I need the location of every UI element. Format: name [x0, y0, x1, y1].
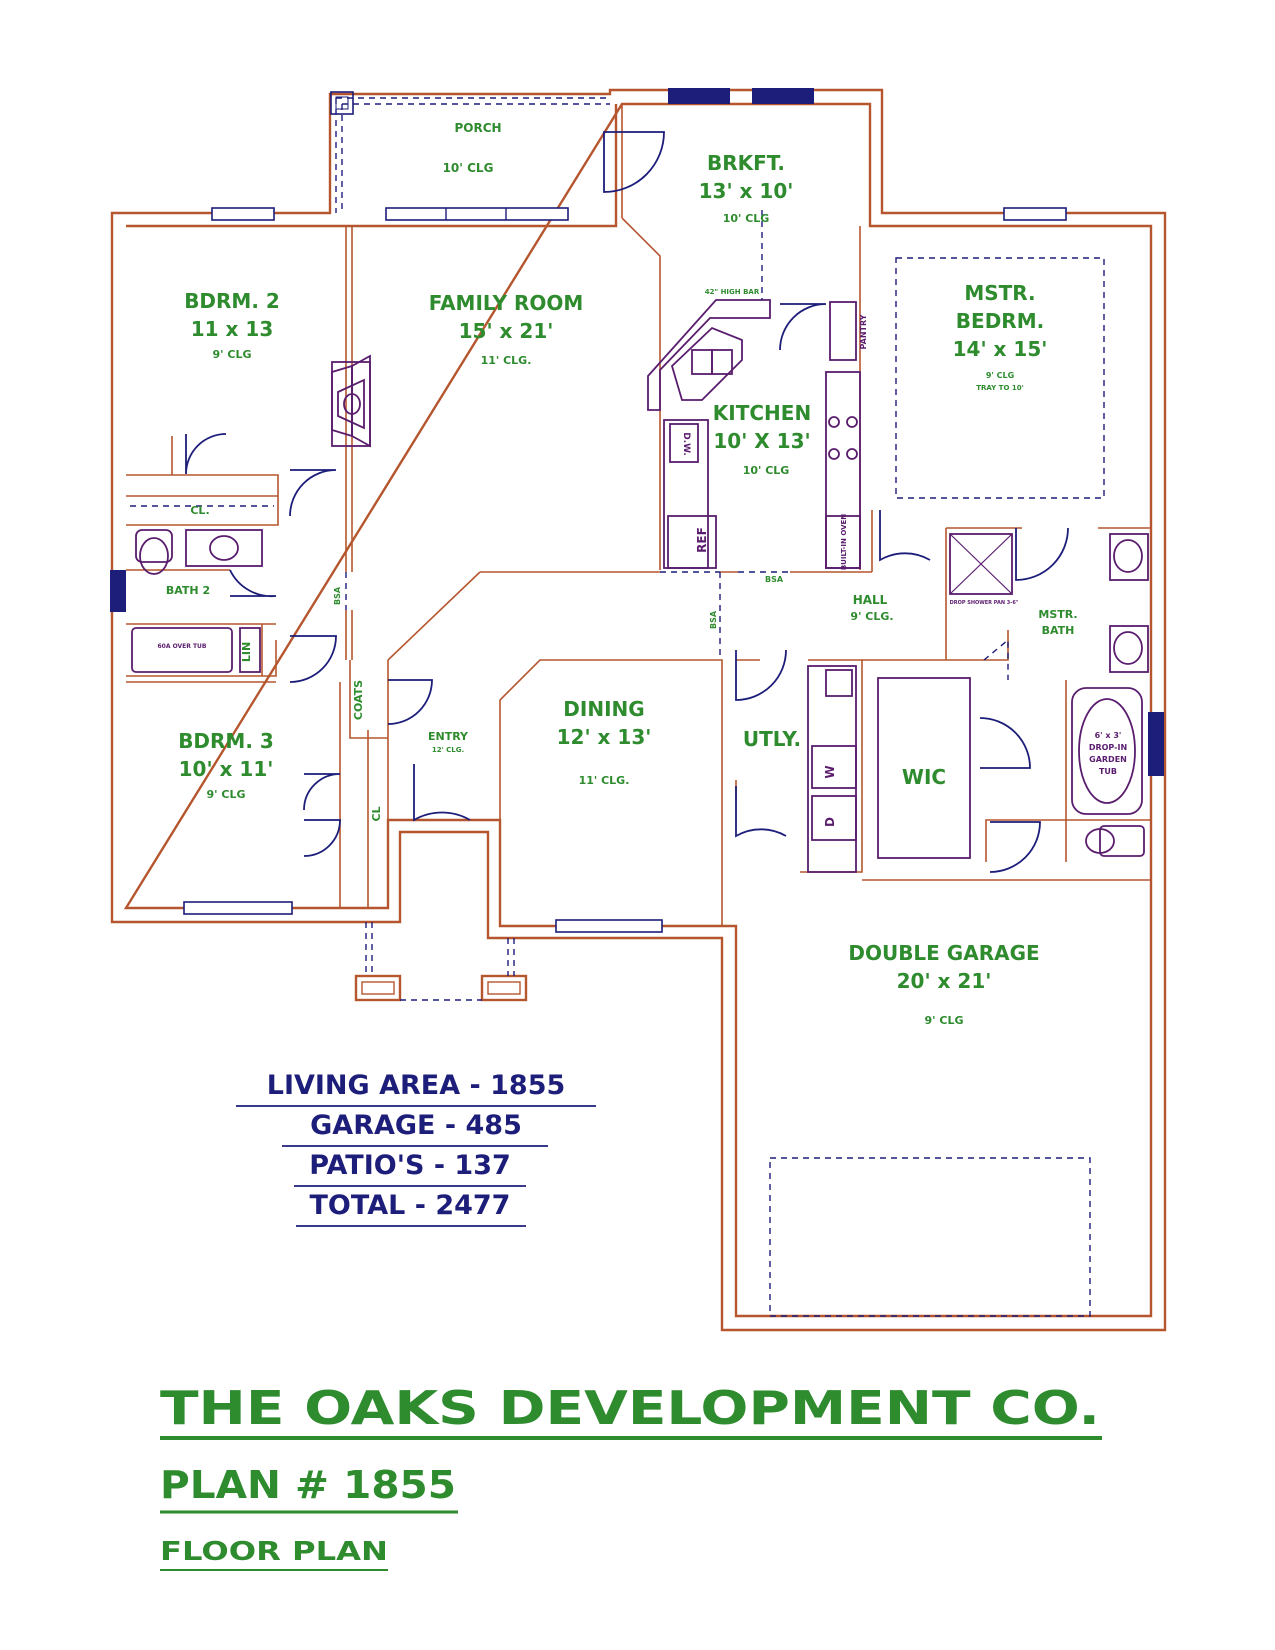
family-room-size: 15' x 21': [459, 319, 554, 343]
dining-size: 12' x 13': [557, 725, 652, 749]
garden-tub-label-3: GARDEN: [1089, 755, 1127, 764]
porch-label: PORCH: [454, 121, 501, 135]
garden-tub-label-4: TUB: [1099, 767, 1117, 776]
garden-tub-label-1: 6' x 3': [1095, 731, 1122, 740]
master-bedroom-tray: TRAY TO 10': [976, 384, 1023, 392]
dining-ceiling: 11' CLG.: [579, 774, 630, 787]
bdrm3-label: BDRM. 3: [178, 729, 274, 753]
area-garage: GARAGE - 485: [310, 1110, 522, 1141]
linen-label: LIN: [240, 642, 253, 662]
area-summary: LIVING AREA - 1855 GARAGE - 485 PATIO'S …: [236, 1070, 596, 1227]
windows: [110, 88, 1164, 933]
pantry-label: PANTRY: [859, 314, 868, 349]
master-bedroom-label-1: MSTR.: [964, 281, 1035, 305]
wic-label: WIC: [902, 765, 946, 789]
kitchen-ceiling: 10' CLG: [743, 464, 790, 477]
kitchen-label: KITCHEN: [713, 401, 811, 425]
dryer-label: D: [823, 817, 837, 827]
plan-number: PLAN # 1855: [160, 1463, 456, 1507]
bdrm3-ceiling: 9' CLG: [207, 788, 246, 801]
master-bath-label-1: MSTR.: [1038, 608, 1077, 621]
shower-note: DROP SHOWER PAN 3-6": [950, 600, 1019, 606]
hall-label: HALL: [853, 593, 888, 607]
bar-label: 42" HIGH BAR: [705, 288, 760, 296]
garage-size: 20' x 21': [897, 969, 992, 993]
master-bedroom-ceiling: 9' CLG: [986, 371, 1014, 380]
master-bedroom-label-2: BEDRM.: [956, 309, 1044, 333]
tub-note: 60A OVER TUB: [157, 643, 206, 650]
bdrm2-size: 11 x 13: [191, 317, 274, 341]
exterior-walls: [110, 88, 1167, 1332]
porch-ceiling: 10' CLG: [443, 161, 494, 175]
coats-label: COATS: [352, 680, 365, 720]
bdrm2-label: BDRM. 2: [184, 289, 280, 313]
interior-walls: [126, 217, 1151, 926]
closet-label: CL: [370, 806, 383, 821]
area-living: LIVING AREA - 1855: [267, 1070, 566, 1101]
master-bedroom-size: 14' x 15': [953, 337, 1048, 361]
kitchen-size: 10' X 13': [713, 429, 810, 453]
bsa-label-3: BSA: [709, 610, 718, 629]
doors: [185, 131, 1069, 873]
utility-label: UTLY.: [743, 727, 801, 751]
entry-label: ENTRY: [428, 730, 469, 743]
area-patios: PATIO'S - 137: [309, 1150, 511, 1181]
garage-label: DOUBLE GARAGE: [848, 941, 1039, 965]
dining-label: DINING: [563, 697, 644, 721]
bdrm3-size: 10' x 11': [179, 757, 274, 781]
family-room-ceiling: 11' CLG.: [481, 354, 532, 367]
garage-ceiling: 9' CLG: [925, 1014, 964, 1027]
brkft-label: BRKFT.: [707, 151, 785, 175]
dashed-features: [130, 210, 1105, 1317]
brkft-ceiling: 10' CLG: [723, 212, 770, 225]
hall-ceiling: 9' CLG.: [850, 610, 893, 623]
entry-ceiling: 12' CLG.: [432, 746, 464, 754]
bdrm2-ceiling: 9' CLG: [213, 348, 252, 361]
title-block: THE OAKS DEVELOPMENT CO. PLAN # 1855 FLO…: [160, 1381, 1102, 1571]
family-room-label: FAMILY ROOM: [429, 291, 584, 315]
room-labels: PORCH 10' CLG BRKFT. 13' x 10' 10' CLG F…: [157, 121, 1127, 1027]
brkft-size: 13' x 10': [699, 179, 794, 203]
bath2-closet-label: CL.: [190, 504, 209, 517]
bsa-label-1: BSA: [333, 586, 342, 605]
oven-label: BUILT-IN OVEN: [840, 514, 848, 570]
bath2-label: BATH 2: [166, 584, 210, 597]
dw-label: D.W.: [681, 432, 691, 456]
bsa-label-2: BSA: [765, 575, 784, 584]
company-title: THE OAKS DEVELOPMENT CO.: [160, 1381, 1100, 1435]
fixtures: [131, 299, 1149, 1002]
plan-subtitle: FLOOR PLAN: [160, 1537, 388, 1567]
master-bath-label-2: BATH: [1042, 624, 1075, 637]
ref-label: REF: [695, 527, 709, 553]
garden-tub-label-2: DROP-IN: [1089, 743, 1127, 752]
washer-label: W: [823, 765, 837, 778]
area-total: TOTAL - 2477: [310, 1190, 511, 1221]
